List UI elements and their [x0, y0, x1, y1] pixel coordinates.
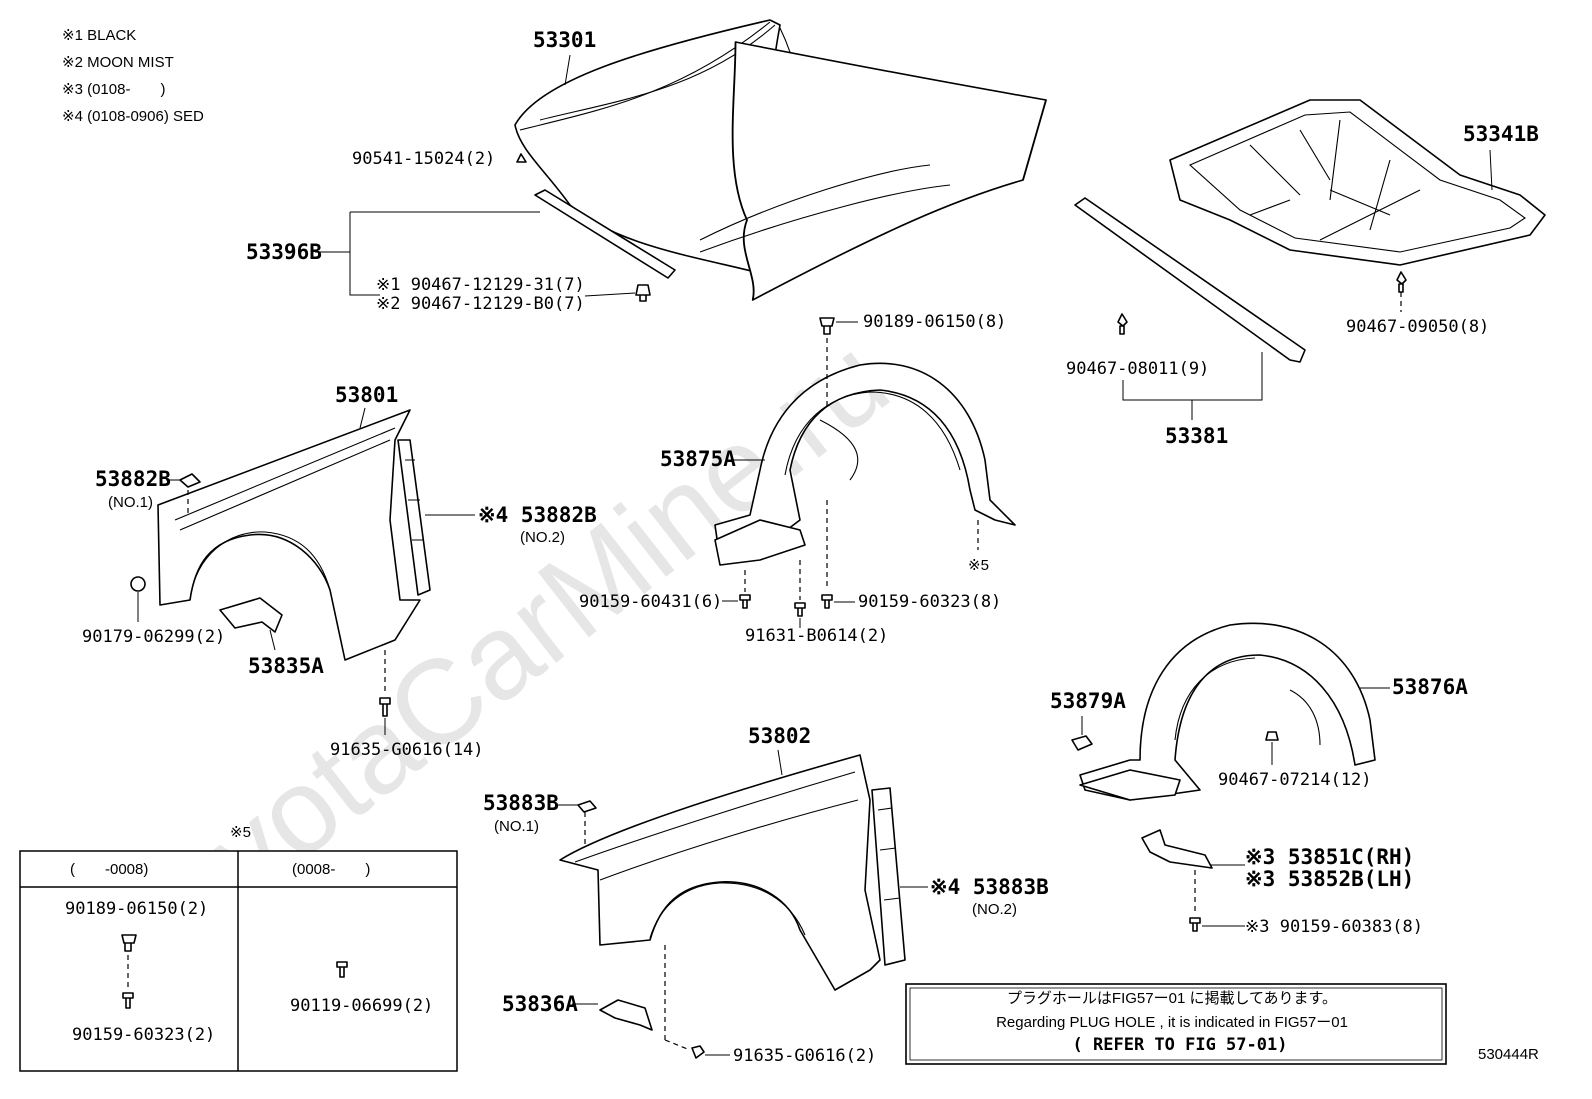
front-seal-strip	[1074, 197, 1306, 363]
mudguard-rh-label: ※3 53851C(RH)	[1245, 845, 1414, 869]
fender-lh-seal1-label: 53883B	[483, 791, 559, 815]
clip-icon	[516, 153, 527, 163]
screw-icon	[1189, 917, 1201, 932]
front-seal-label: 53381	[1165, 424, 1228, 448]
insulator-clip-label: 90467-09050(8)	[1346, 317, 1489, 337]
hood-label: 53301	[533, 28, 596, 52]
figure-id: 530444R	[1478, 1046, 1539, 1063]
clip-icon	[121, 934, 137, 952]
legend: ※1 BLACK ※2 MOON MIST ※3 (0108- ) ※4 (01…	[62, 27, 204, 125]
liner-note-label: ※5	[968, 557, 989, 574]
clip-icon	[819, 317, 835, 335]
screw-icon	[739, 594, 751, 609]
seal-clip-2-label: ※2 90467-12129-B0(7)	[376, 294, 585, 314]
variant-col2-header: (0008- )	[292, 861, 370, 878]
clip-icon	[1117, 313, 1128, 335]
fender-lh-bolt-label: 91635-G0616(2)	[733, 1046, 876, 1066]
notice-line-3: ( REFER TO FIG 57-01)	[1073, 1035, 1288, 1055]
notice-line-1: プラグホールはFIG57ー01 に掲載してあります。	[1007, 990, 1337, 1007]
screw-icon	[794, 602, 806, 617]
hood-panel	[514, 19, 1047, 301]
fender-rh-cushion-label: 90179-06299(2)	[82, 627, 225, 647]
screw-icon	[122, 992, 134, 1009]
fender-rh-bolt-label: 91635-G0616(14)	[330, 740, 484, 760]
seal-icon	[179, 473, 201, 488]
clip-icon	[1265, 731, 1279, 741]
clip-icon	[1396, 271, 1407, 293]
fender-lh	[559, 754, 906, 991]
fender-lh-bracket-label: 53836A	[502, 992, 578, 1016]
variant-table-title: ※5	[230, 824, 251, 841]
liner-screw-c-label: 91631-B0614(2)	[745, 626, 888, 646]
bolt-icon	[379, 697, 391, 717]
plug-hole-notice: プラグホールはFIG57ー01 に掲載してあります。 Regarding PLU…	[905, 983, 1447, 1065]
seal-icon	[577, 800, 597, 813]
variant-table: ※5 ( -0008) (0008- ) 90189-06150(2) 9015…	[19, 824, 458, 1072]
fender-lh-label: 53802	[748, 724, 811, 748]
front-seal-clip-label: 90467-08011(9)	[1066, 359, 1209, 379]
fender-liner-rear	[1079, 622, 1376, 801]
fender-lh-seal1-sub: (NO.1)	[494, 818, 539, 835]
variant-col1-top: 90189-06150(2)	[65, 899, 208, 919]
clip-icon	[1071, 735, 1093, 751]
fender-rh-bracket	[219, 597, 283, 633]
legend-item-3: ※3 (0108- )	[62, 81, 165, 98]
fender-lh-seal2-label: ※4 53883B	[930, 875, 1049, 899]
fender-liner-front	[714, 362, 1016, 566]
liner-rear-clip2-label: 90467-07214(12)	[1218, 770, 1372, 790]
liner-front-label: 53875A	[660, 447, 736, 471]
hood-insulator	[1169, 99, 1546, 266]
seal-clip-1-label: ※1 90467-12129-31(7)	[376, 275, 585, 295]
fender-rh-seal1-label: 53882B	[95, 467, 171, 491]
bolt-icon	[691, 1045, 705, 1059]
mudguard	[1141, 829, 1213, 869]
fender-rh-seal2-label: ※4 53882B	[478, 503, 597, 527]
notice-line-2: Regarding PLUG HOLE , it is indicated in…	[996, 1014, 1348, 1031]
screw-icon	[821, 594, 833, 609]
legend-item-4: ※4 (0108-0906) SED	[62, 108, 204, 125]
hood-clip-label: 90541-15024(2)	[352, 149, 495, 169]
legend-item-2: ※2 MOON MIST	[62, 54, 174, 71]
fender-lh-bracket	[599, 999, 653, 1031]
legend-item-1: ※1 BLACK	[62, 27, 136, 44]
fender-rh-seal1-sub: (NO.1)	[108, 494, 153, 511]
hood-seal-label: 53396B	[246, 240, 322, 264]
fender-rh-bracket-label: 53835A	[248, 654, 324, 678]
clip-icon	[635, 284, 651, 302]
fender-rh-seal2-sub: (NO.2)	[520, 529, 565, 546]
variant-col1-header: ( -0008)	[70, 861, 148, 878]
fender-lh-seal2-sub: (NO.2)	[972, 901, 1017, 918]
liner-screw-b-label: 90159-60323(8)	[858, 592, 1001, 612]
variant-col2-part: 90119-06699(2)	[290, 996, 433, 1016]
screw-icon	[336, 961, 348, 978]
mudguard-lh-label: ※3 53852B(LH)	[1245, 867, 1414, 891]
variant-col1-bottom: 90159-60323(2)	[72, 1025, 215, 1045]
hood-seal-strip	[534, 189, 676, 279]
liner-screw-a-label: 90159-60431(6)	[579, 592, 722, 612]
hood-insulator-label: 53341B	[1463, 122, 1539, 146]
fender-rh-label: 53801	[335, 383, 398, 407]
liner-clip-top-label: 90189-06150(8)	[863, 312, 1006, 332]
mudguard-screw-label: ※3 90159-60383(8)	[1245, 917, 1423, 937]
fender-rh	[157, 409, 431, 661]
liner-rear-clip-label: 53879A	[1050, 689, 1126, 713]
cushion-icon	[130, 576, 146, 592]
liner-rear-label: 53876A	[1392, 675, 1468, 699]
